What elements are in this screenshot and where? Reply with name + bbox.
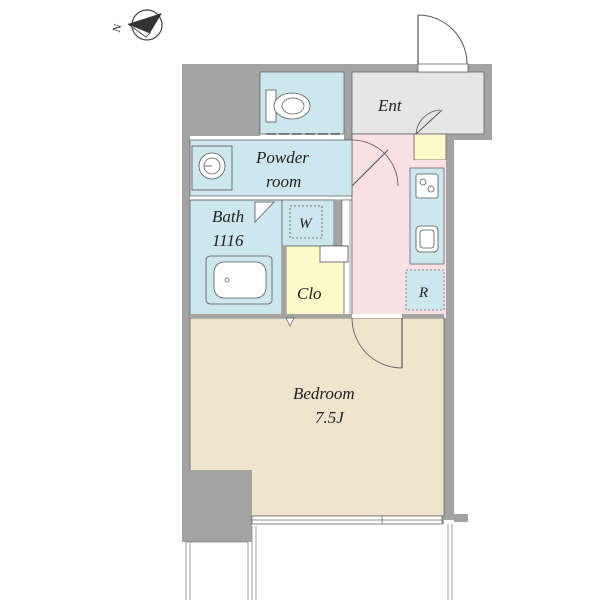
bath-label-2: 1116 — [212, 231, 244, 250]
entrance-floor — [351, 71, 485, 135]
closet-floor-notch — [319, 245, 349, 263]
wall-left-block-top — [182, 64, 260, 136]
bedroom-label-2: 7.5J — [315, 408, 345, 427]
balcony — [185, 524, 453, 600]
compass-needle-icon — [128, 13, 162, 33]
wall-right-stub — [454, 514, 468, 522]
kitchen-sink-icon — [415, 225, 439, 253]
bathtub-icon — [205, 255, 273, 305]
partition-wall — [334, 200, 342, 248]
stove-icon — [415, 173, 439, 199]
bath-door-icon — [254, 201, 275, 224]
bedroom-label-1: Bedroom — [293, 384, 355, 403]
toilet-icon — [265, 89, 311, 123]
refrigerator-space — [405, 269, 445, 311]
washbasin-icon — [191, 145, 233, 191]
balcony-window — [251, 515, 443, 525]
hallway-door-swing — [351, 139, 399, 187]
entrance-door-swing — [417, 14, 468, 65]
powder-room-label-2: room — [266, 172, 301, 191]
entrance-door-opening — [417, 63, 469, 73]
entrance-label: Ent — [377, 96, 403, 115]
inner-door-swing — [415, 109, 441, 135]
bath-label-1: Bath — [212, 207, 244, 226]
wall-entrance-right — [484, 64, 492, 140]
closet-label: Clo — [297, 284, 322, 303]
compass: N — [111, 9, 163, 41]
wall-right — [444, 132, 454, 520]
refrigerator-label: R — [418, 285, 428, 301]
washer-label: W — [299, 216, 313, 232]
inner-door-leaf — [415, 109, 443, 135]
bedroom-entry-marker — [285, 317, 295, 327]
entrance-step — [413, 133, 447, 161]
bedroom-wall-top — [190, 314, 444, 318]
bedroom-door-swing — [351, 317, 403, 369]
wall-top-mid — [344, 64, 352, 140]
wall-entrance-bottom — [448, 132, 492, 140]
powder-room-label-1: Powder — [255, 148, 309, 167]
hallway-door-leaf — [351, 149, 389, 187]
bedroom-corner-block — [182, 470, 252, 524]
wall-left — [182, 64, 190, 538]
wall-top — [182, 64, 350, 72]
compass-north-label: N — [111, 23, 125, 34]
compass-needle-light — [127, 23, 151, 38]
washer-space — [289, 205, 323, 239]
closet-wall-left — [282, 246, 286, 318]
bedroom-door-opening — [352, 314, 402, 318]
